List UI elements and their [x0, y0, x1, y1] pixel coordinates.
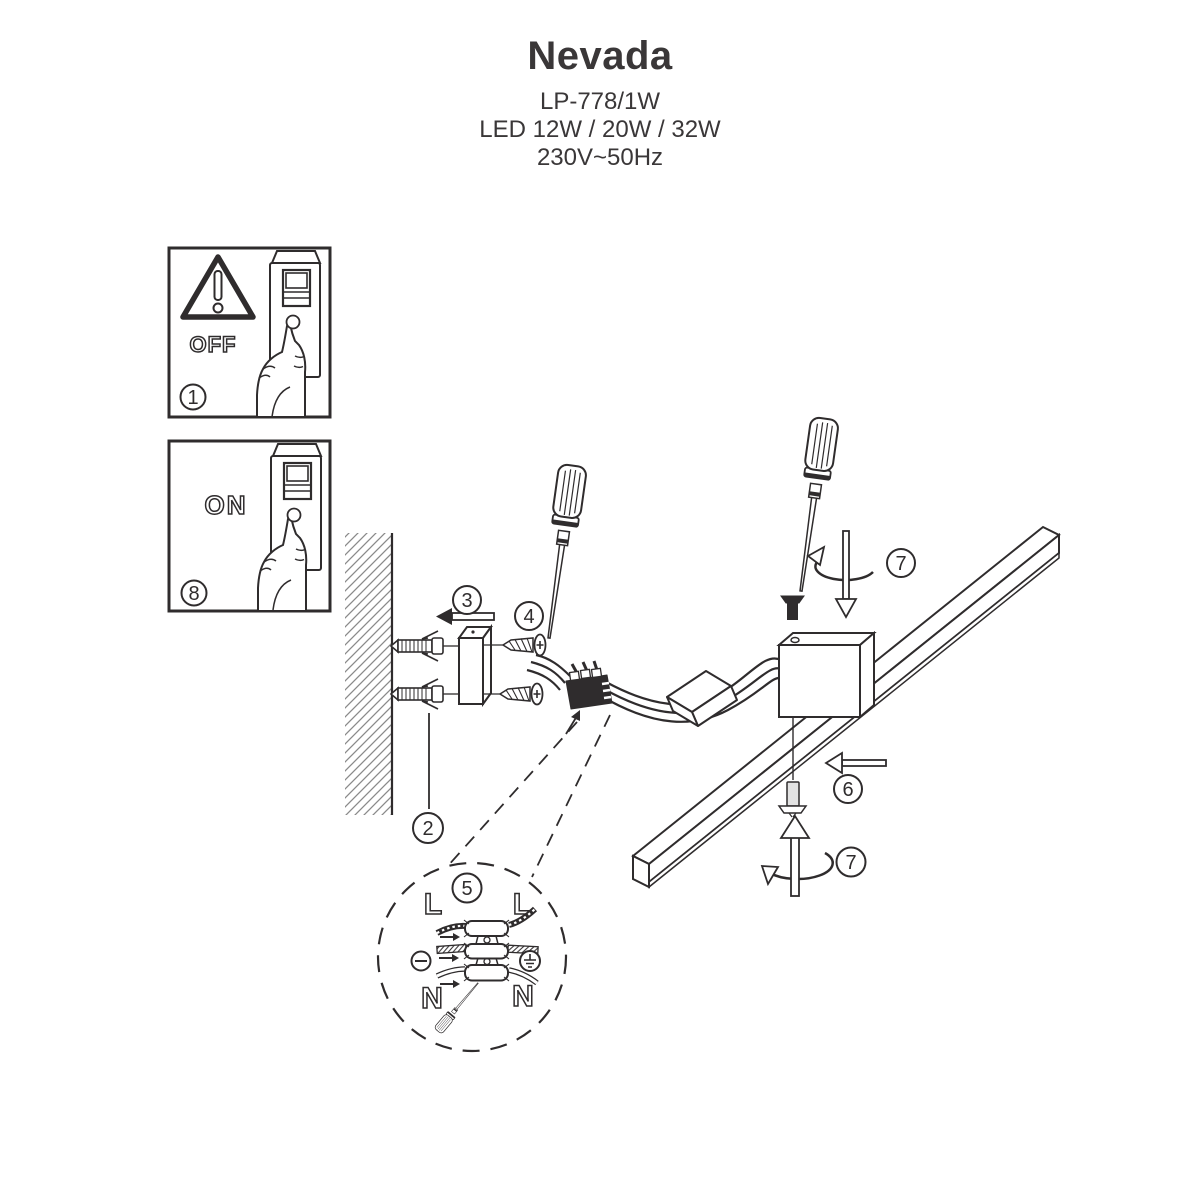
insert-arrow-icon [439, 979, 461, 989]
wall-anchor-icon [390, 630, 444, 662]
svg-text:7: 7 [895, 553, 906, 575]
neutral-label-right: N [512, 980, 534, 1013]
slide-arrow-step6 [824, 751, 887, 775]
live-wire [435, 906, 538, 936]
step5-badge: 5 [451, 872, 483, 904]
earth-symbol-icon [519, 950, 541, 972]
terminal-block [463, 919, 510, 982]
on-label: ON [205, 490, 248, 520]
svg-text:8: 8 [188, 583, 199, 605]
screwdriver-icon [786, 415, 841, 594]
neutral-wire [435, 966, 539, 986]
rotate-arrow-icon [806, 530, 874, 619]
detail-leader-lines [445, 710, 611, 878]
magnifier-circle [376, 861, 568, 1053]
svg-text:4: 4 [523, 606, 534, 628]
step6-badge: 6 [833, 774, 863, 804]
screw-icon [502, 633, 547, 657]
fixing-screw-bottom [777, 718, 808, 818]
wall-anchors-and-bracket [390, 623, 547, 710]
step7-badge-bottom: 7 [835, 846, 867, 878]
warning-icon [180, 254, 256, 320]
step2-badge: 2 [412, 713, 444, 844]
wattage-spec: LED 12W / 20W / 32W [479, 116, 721, 143]
wiring-detail: 5 L L N N [376, 861, 568, 1053]
svg-text:2: 2 [422, 818, 433, 840]
page-title: Nevada [527, 34, 673, 78]
mains-cable [526, 653, 782, 723]
wire-connector [565, 660, 613, 710]
screw-hole [790, 636, 800, 644]
svg-text:1: 1 [187, 387, 198, 409]
insert-arrow-icon [438, 953, 460, 963]
wall-anchor-icon [390, 678, 444, 710]
wall-bracket [457, 623, 493, 708]
step4-badge: 4 [514, 601, 544, 631]
wall-hatch [345, 533, 392, 815]
minus-symbol-icon [410, 950, 432, 972]
mounting-box [776, 630, 877, 720]
step8-power-on-panel: ON 8 [167, 439, 332, 613]
led-driver-box [666, 670, 738, 727]
model-number: LP-778/1W [539, 88, 661, 115]
insert-arrow-icon [439, 932, 461, 942]
wall-section [345, 533, 394, 815]
step1-badge: 1 [179, 383, 207, 411]
step1-power-off-panel: OFF 1 [167, 246, 332, 419]
rotate-arrow-icon [760, 814, 834, 897]
off-label: OFF [190, 332, 237, 357]
svg-text:5: 5 [461, 878, 472, 900]
svg-text:3: 3 [461, 590, 472, 612]
step3-badge: 3 [452, 585, 482, 615]
live-label-left: L [424, 888, 442, 921]
svg-text:7: 7 [845, 852, 856, 874]
voltage-spec: 230V~50Hz [536, 144, 664, 171]
screw-icon [499, 682, 544, 706]
svg-text:6: 6 [842, 779, 853, 801]
neutral-label-left: N [421, 982, 443, 1015]
step7-badge-top: 7 [886, 548, 916, 578]
fixing-screw-top [780, 595, 805, 620]
step8-badge: 8 [180, 579, 208, 607]
